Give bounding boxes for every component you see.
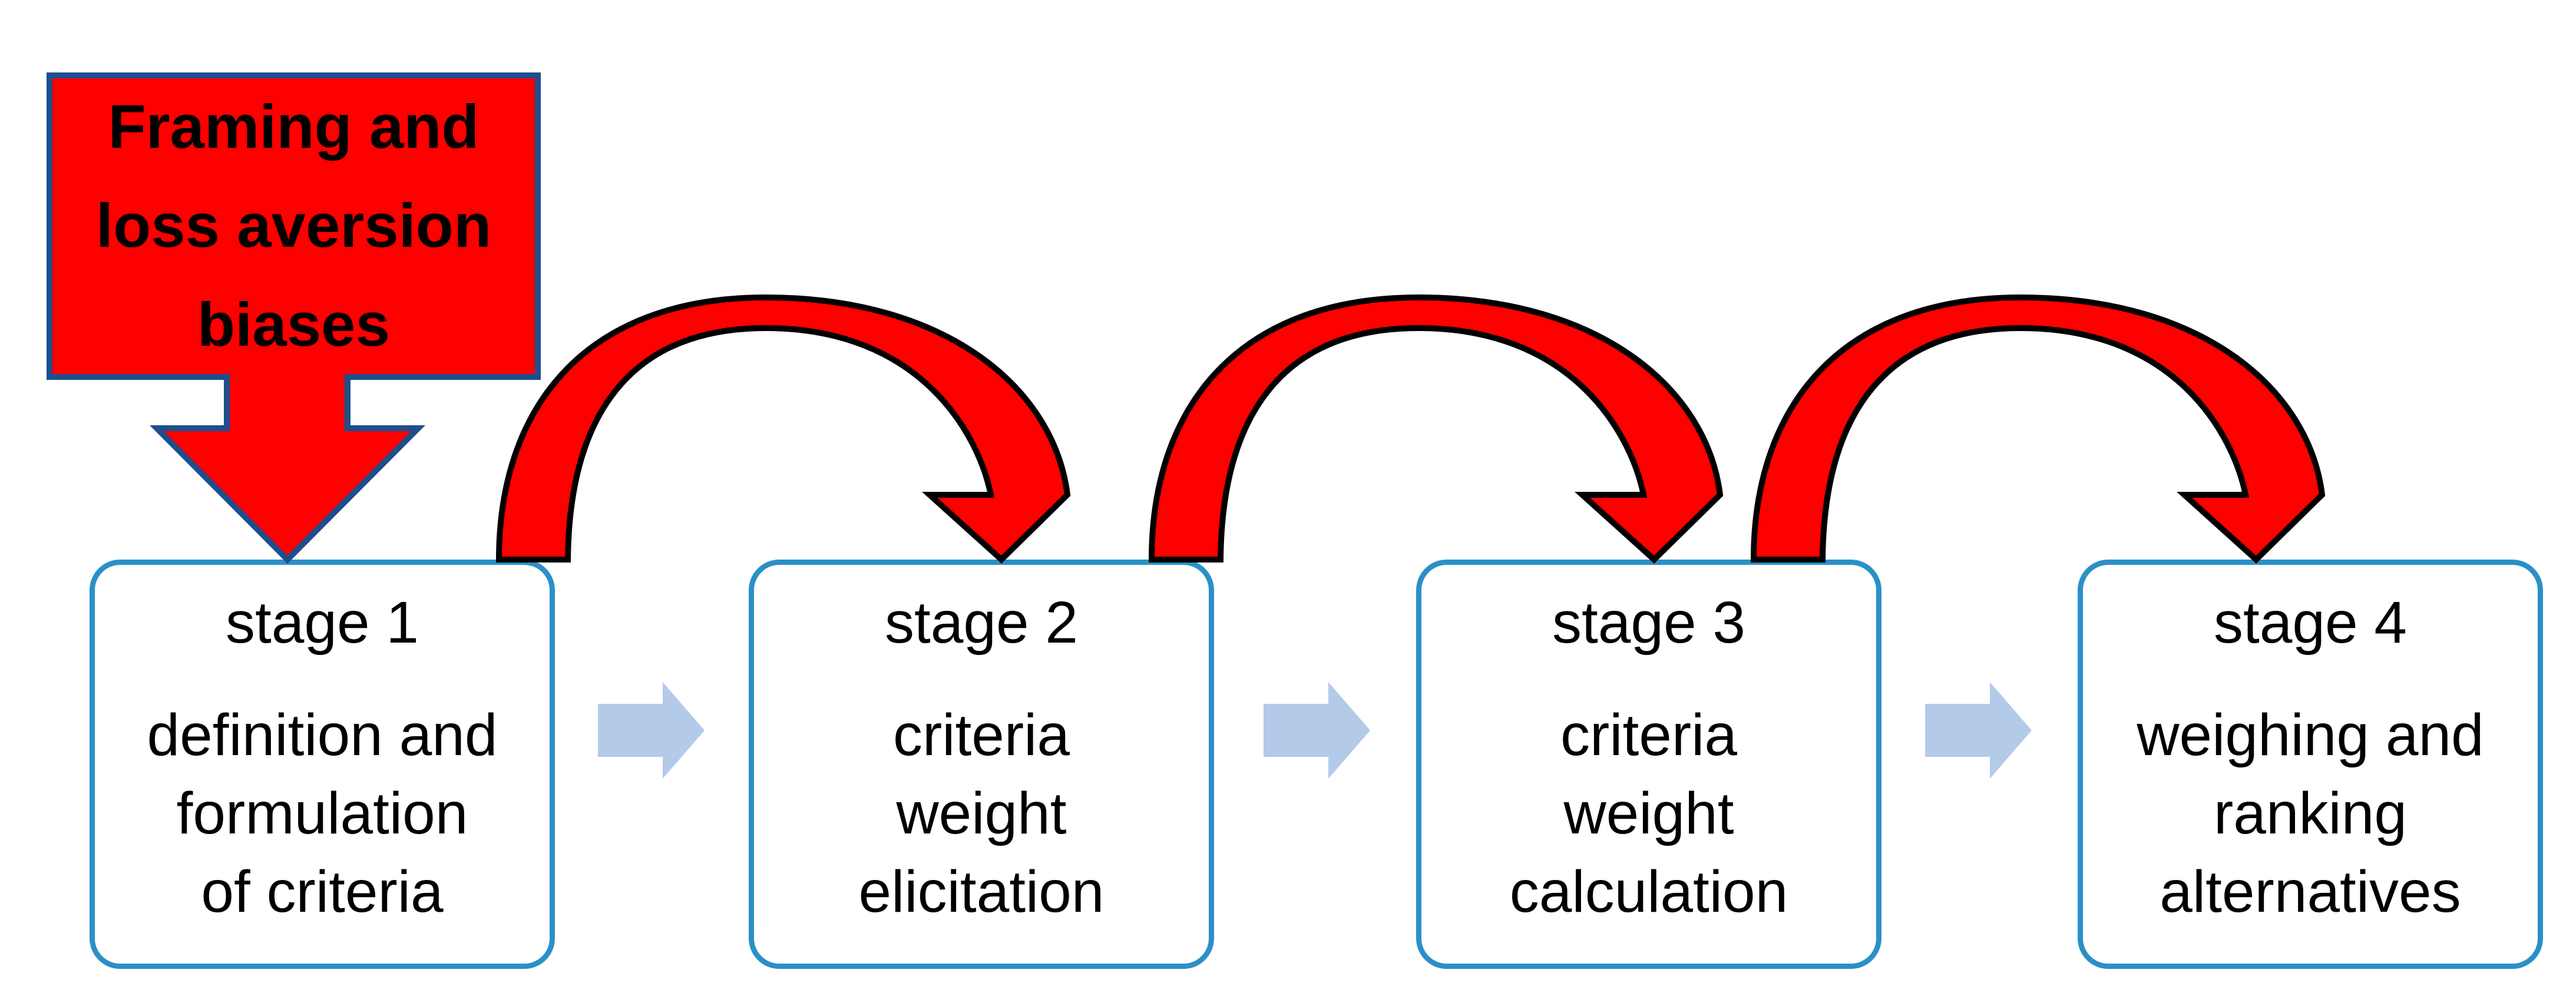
stage-4-body-line: weighing and (2137, 702, 2484, 768)
flow-arrow-2-icon (1264, 682, 1370, 779)
curved-arrow-icon (1148, 294, 1724, 564)
stage-3-body-line: weight (1563, 780, 1734, 846)
stage-3-body-line: calculation (1509, 859, 1788, 925)
stage-4-body: weighing and ranking alternatives (2137, 696, 2484, 931)
stage-3-title: stage 3 (1552, 590, 1746, 656)
stage-4-title: stage 4 (2213, 590, 2408, 656)
curved-arrow-icon (1750, 294, 2326, 564)
curved-arrow-stage3-to-stage4 (1750, 294, 2326, 564)
stage-4-body-line: ranking (2214, 780, 2407, 846)
stage-1-title: stage 1 (225, 590, 419, 656)
stage-1-body-line: definition and (147, 702, 498, 768)
stage-3-body-line: criteria (1560, 702, 1738, 768)
stage-2-body: criteria weight elicitation (859, 696, 1105, 931)
curved-arrow-stage1-to-stage2 (495, 294, 1071, 564)
curved-arrow-icon (495, 294, 1071, 564)
stage-box-3: stage 3 criteria weight calculation (1416, 560, 1881, 969)
stage-2-body-line: weight (896, 780, 1067, 846)
biases-box-line: biases (197, 290, 390, 359)
curved-arrow-stage2-to-stage3 (1148, 294, 1724, 564)
stage-2-body-line: elicitation (858, 859, 1105, 925)
stage-3-body: criteria weight calculation (1510, 696, 1788, 931)
stage-box-1: stage 1 definition and formulation of cr… (90, 560, 555, 969)
biases-box: Framing and loss aversion biases (49, 75, 538, 377)
stage-box-4: stage 4 weighing and ranking alternative… (2078, 560, 2543, 969)
biases-box-line: Framing and (108, 92, 480, 161)
flow-arrow-3-icon (1925, 682, 2032, 779)
stage-1-body-line: of criteria (201, 859, 444, 925)
stage-2-body-line: criteria (892, 702, 1070, 768)
stage-2-title: stage 2 (884, 590, 1079, 656)
flow-arrow-1-icon (598, 682, 705, 779)
stage-1-body-line: formulation (176, 780, 468, 846)
stage-1-body: definition and formulation of criteria (147, 696, 498, 931)
stage-4-body-line: alternatives (2160, 859, 2461, 925)
stage-box-2: stage 2 criteria weight elicitation (749, 560, 1214, 969)
biases-box-line: loss aversion (95, 191, 492, 260)
